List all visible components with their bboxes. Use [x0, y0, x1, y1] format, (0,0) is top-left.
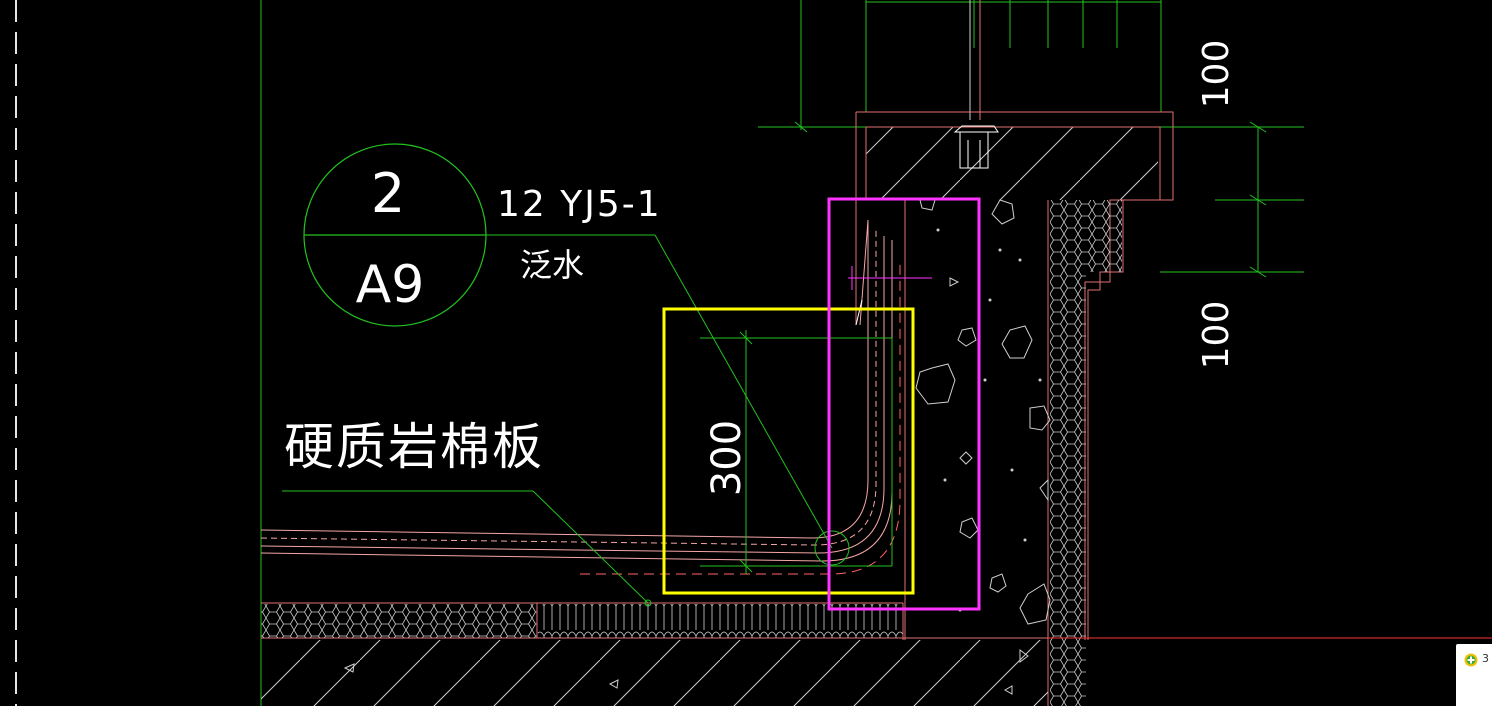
dimension-300 — [700, 330, 893, 574]
wall-insulation-strip — [1050, 200, 1122, 272]
roof-slab — [261, 637, 1492, 706]
reference-item: 泛水 — [520, 246, 584, 284]
material-label: 硬质岩棉板 — [284, 418, 544, 476]
coping-beam — [855, 111, 1174, 640]
detail-number: 2 — [371, 162, 405, 225]
corner-badge[interactable]: 3 — [1456, 644, 1492, 706]
sheet-number: A9 — [356, 255, 425, 315]
reference-standard: 12 YJ5-1 — [497, 184, 662, 225]
detail-index-symbol[interactable]: 2 A9 — [303, 143, 487, 327]
wall-insulation-strip-lower — [1050, 272, 1086, 706]
badge-text: 3 — [1482, 652, 1489, 665]
highlight-box-yellow[interactable] — [662, 307, 915, 595]
dimension-text-lower-100: 100 — [1196, 301, 1237, 370]
plus-icon — [1464, 653, 1478, 667]
leader-lines — [282, 234, 850, 607]
upper-wall-lines — [758, 0, 1304, 278]
highlight-box-magenta[interactable] — [827, 197, 981, 611]
roof-insulation-honeycomb — [261, 604, 537, 638]
dimension-text-upper-100: 100 — [1196, 40, 1237, 109]
dimension-text-300: 300 — [704, 420, 750, 496]
anchor-marker — [848, 266, 932, 290]
